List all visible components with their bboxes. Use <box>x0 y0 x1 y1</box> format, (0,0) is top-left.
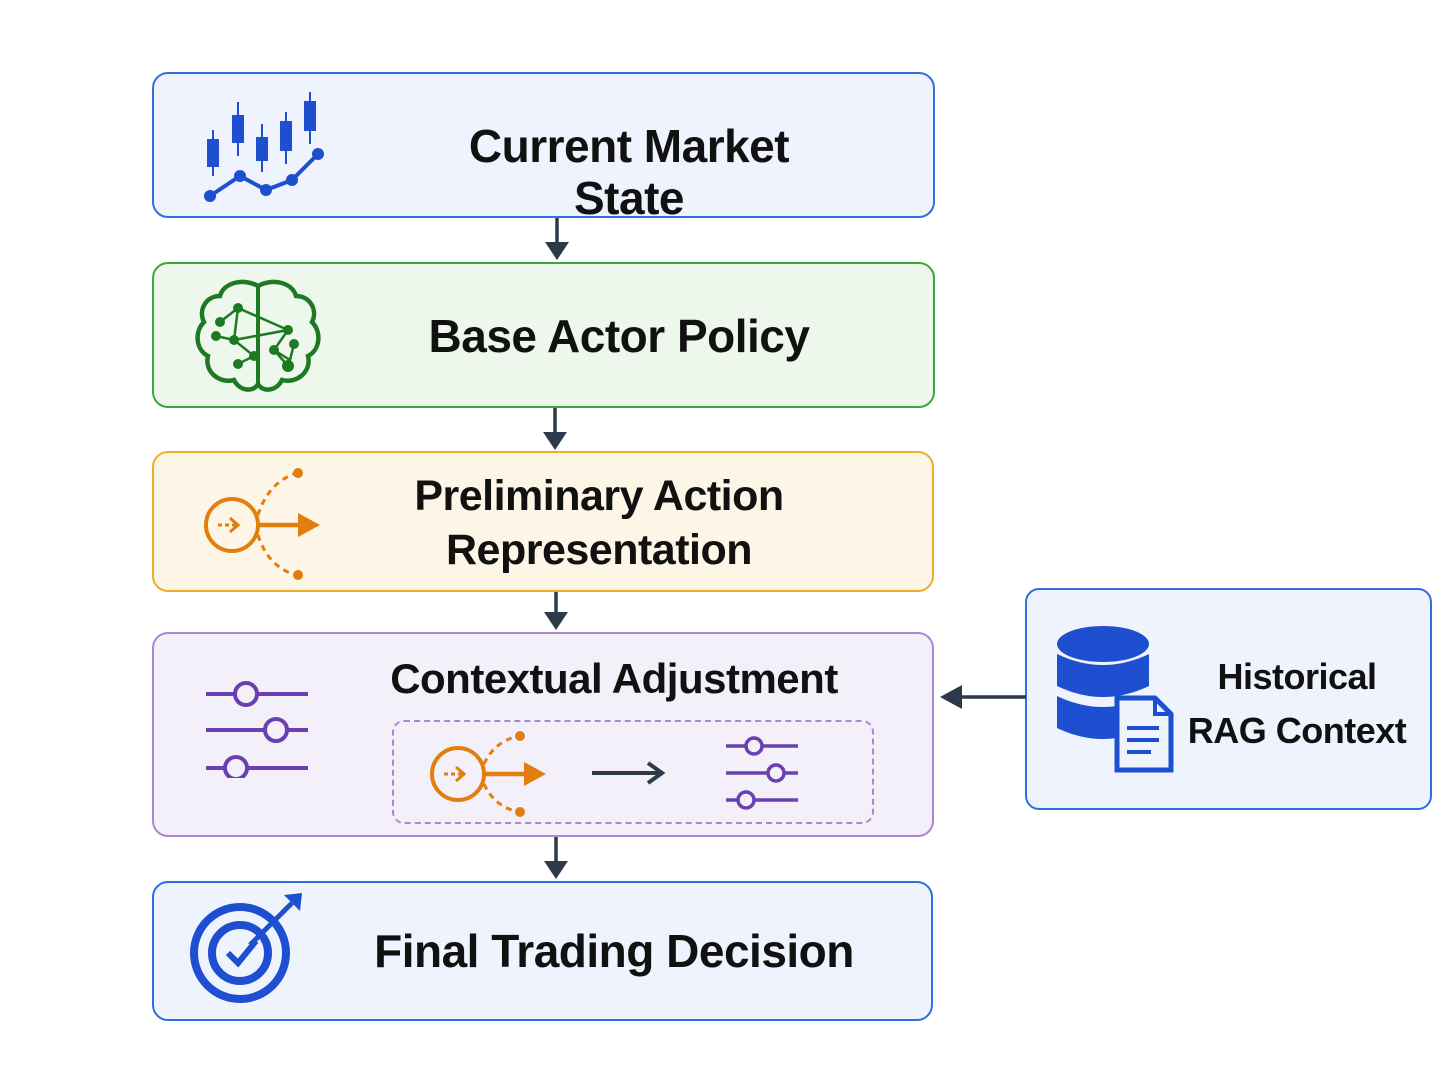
flow-arrow <box>544 837 568 879</box>
node-current-market-state: Current Market State <box>152 72 935 224</box>
right-arrow-icon <box>592 761 666 785</box>
flow-arrow <box>544 592 568 630</box>
node-historical-rag-context: Historical RAG Context <box>1025 588 1432 810</box>
node-label-line1: Historical <box>1217 656 1377 697</box>
node-contextual-adjustment: Contextual Adjustment <box>152 632 934 837</box>
branching-action-icon <box>204 468 320 580</box>
sliders-icon <box>206 681 308 778</box>
node-label-line2: Representation <box>445 526 753 574</box>
flow-arrow <box>543 408 567 450</box>
node-label: Historical RAG Context <box>1177 650 1417 758</box>
node-label: Current Market State <box>468 120 790 224</box>
database-document-icon <box>1057 626 1174 773</box>
node-label: Preliminary Action Representation <box>374 469 824 577</box>
node-preliminary-action: Preliminary Action Representation <box>152 451 934 592</box>
target-check-icon <box>190 893 302 1003</box>
rag-to-context-arrow <box>940 685 1026 709</box>
branching-action-icon <box>430 731 546 817</box>
node-label: Final Trading Decision <box>374 925 854 977</box>
node-label-line1: Preliminary Action <box>414 472 784 520</box>
node-label-line2: RAG Context <box>1187 710 1407 751</box>
flow-arrow <box>545 218 569 260</box>
node-final-trading-decision: Final Trading Decision <box>152 881 933 1021</box>
sliders-icon <box>726 736 798 810</box>
adjustment-detail-box <box>392 720 874 824</box>
brain-network-icon <box>195 279 321 392</box>
node-base-actor-policy: Base Actor Policy <box>152 262 935 408</box>
node-label: Contextual Adjustment <box>390 655 838 702</box>
node-label: Base Actor Policy <box>428 310 810 362</box>
candlestick-chart-icon <box>204 92 324 202</box>
